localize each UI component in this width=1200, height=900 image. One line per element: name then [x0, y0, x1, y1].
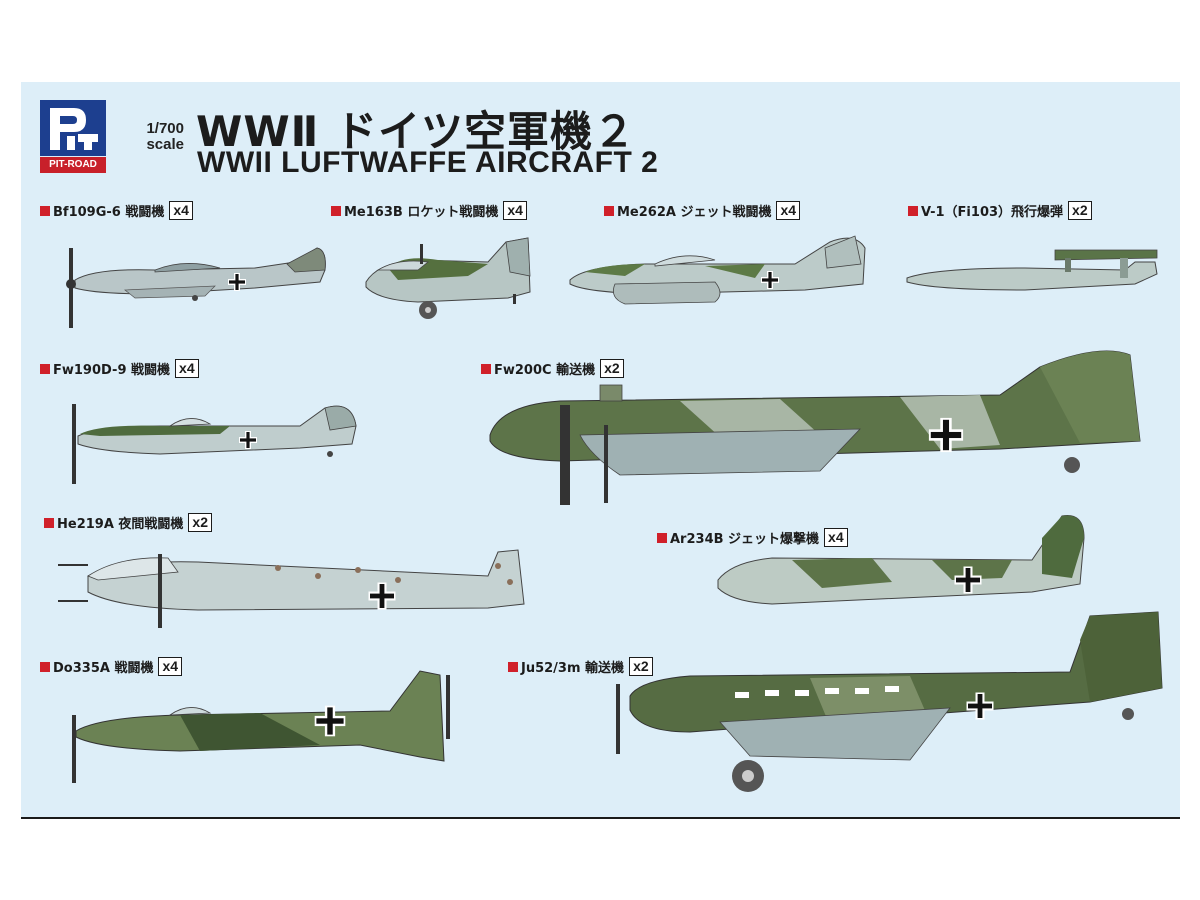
scale-word: scale	[146, 136, 184, 153]
red-square-icon	[604, 205, 614, 216]
logo-mark	[40, 100, 106, 156]
logo-text: PIT-ROAD	[40, 157, 106, 173]
red-square-icon	[40, 205, 50, 216]
quantity-badge: x2	[600, 359, 624, 378]
label-bf109: Bf109G-6 戦闘機 x4	[40, 201, 193, 220]
bf109-illustration	[66, 247, 326, 328]
he219-illustration	[58, 549, 525, 628]
title-japanese: WWⅡ ドイツ空軍機２	[196, 107, 636, 156]
aircraft-name: V-1（Fi103）飛行爆弾	[921, 205, 1064, 220]
label-me262: Me262A ジェット戦闘機 x4	[604, 201, 801, 220]
title-english: WWII LUFTWAFFE AIRCRAFT 2	[197, 146, 659, 179]
quantity-badge: x4	[169, 201, 193, 220]
aircraft-name: Ar234B ジェット爆撃機	[670, 532, 820, 547]
aircraft-name: Me262A ジェット戦闘機	[617, 205, 772, 220]
fw200-illustration	[489, 350, 1141, 505]
label-he219: He219A 夜間戦闘機 x2	[44, 513, 212, 532]
quantity-badge: x4	[503, 201, 527, 220]
scale-label: 1/700 scale	[114, 121, 184, 153]
label-fw200: Fw200C 輸送機 x2	[481, 359, 624, 378]
aircraft-name: Do335A 戦闘機	[53, 661, 154, 676]
red-square-icon	[481, 363, 491, 374]
quantity-badge: x4	[175, 359, 199, 378]
label-do335: Do335A 戦闘機 x4	[40, 657, 183, 676]
quantity-badge: x2	[188, 513, 212, 532]
aircraft-name: Ju52/3m 輸送機	[521, 661, 625, 676]
bottom-rule	[21, 817, 1180, 819]
red-square-icon	[40, 661, 50, 672]
fw190-illustration	[72, 404, 357, 484]
red-square-icon	[508, 661, 518, 672]
ju52-illustration	[616, 611, 1163, 792]
label-ar234: Ar234B ジェット爆撃機 x4	[657, 528, 848, 547]
label-me163: Me163B ロケット戦闘機 x4	[331, 201, 527, 220]
red-square-icon	[908, 205, 918, 216]
ar234-illustration	[717, 514, 1085, 605]
quantity-badge: x2	[1068, 201, 1092, 220]
do335-illustration	[72, 670, 450, 783]
aircraft-name: Fw200C 輸送機	[494, 363, 596, 378]
quantity-badge: x4	[158, 657, 183, 676]
aircraft-name: Me163B ロケット戦闘機	[344, 205, 499, 220]
aircraft-name: Fw190D-9 戦闘機	[53, 363, 171, 378]
quantity-badge: x2	[629, 657, 653, 676]
red-square-icon	[44, 517, 54, 528]
red-square-icon	[331, 205, 341, 216]
quantity-badge: x4	[776, 201, 801, 220]
red-square-icon	[657, 532, 667, 543]
quantity-badge: x4	[824, 528, 848, 547]
me262-illustration	[569, 235, 866, 305]
me163-illustration	[365, 237, 531, 319]
scale-ratio: 1/700	[146, 120, 184, 137]
label-fw190: Fw190D-9 戦闘機 x4	[40, 359, 199, 378]
v1-illustration	[906, 249, 1158, 291]
pit-road-logo: PIT-ROAD	[40, 100, 106, 174]
red-square-icon	[40, 363, 50, 374]
label-v1: V-1（Fi103）飛行爆弾 x2	[908, 201, 1092, 220]
label-ju52: Ju52/3m 輸送機 x2	[508, 657, 653, 676]
aircraft-name: Bf109G-6 戦闘機	[53, 205, 165, 220]
aircraft-name: He219A 夜間戦闘機	[57, 517, 184, 532]
